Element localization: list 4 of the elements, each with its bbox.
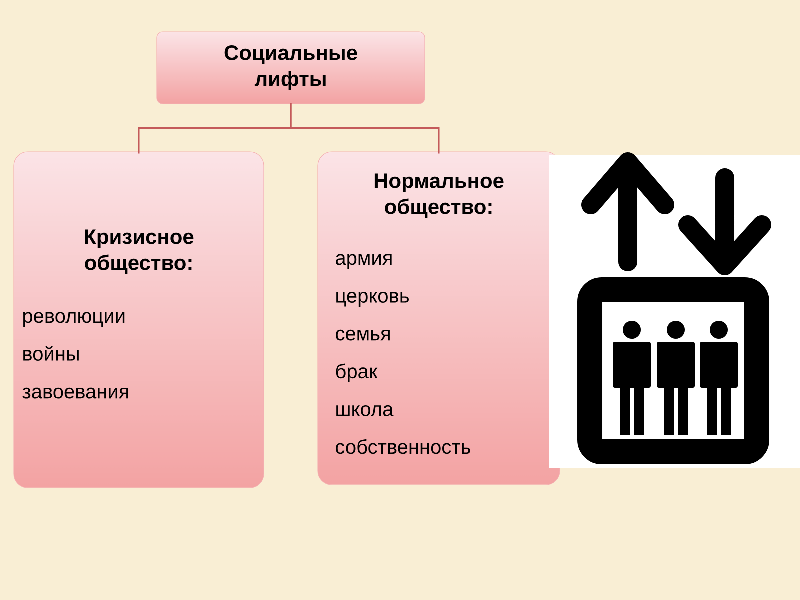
category-box: Кризисное общество: революции войны завоевания (14, 152, 264, 488)
connector-line (290, 103, 440, 154)
category-box: Нормальное общество: армия церковь семья брак школа собственность (318, 152, 560, 486)
title-box: Социальные лифты (156, 32, 426, 104)
